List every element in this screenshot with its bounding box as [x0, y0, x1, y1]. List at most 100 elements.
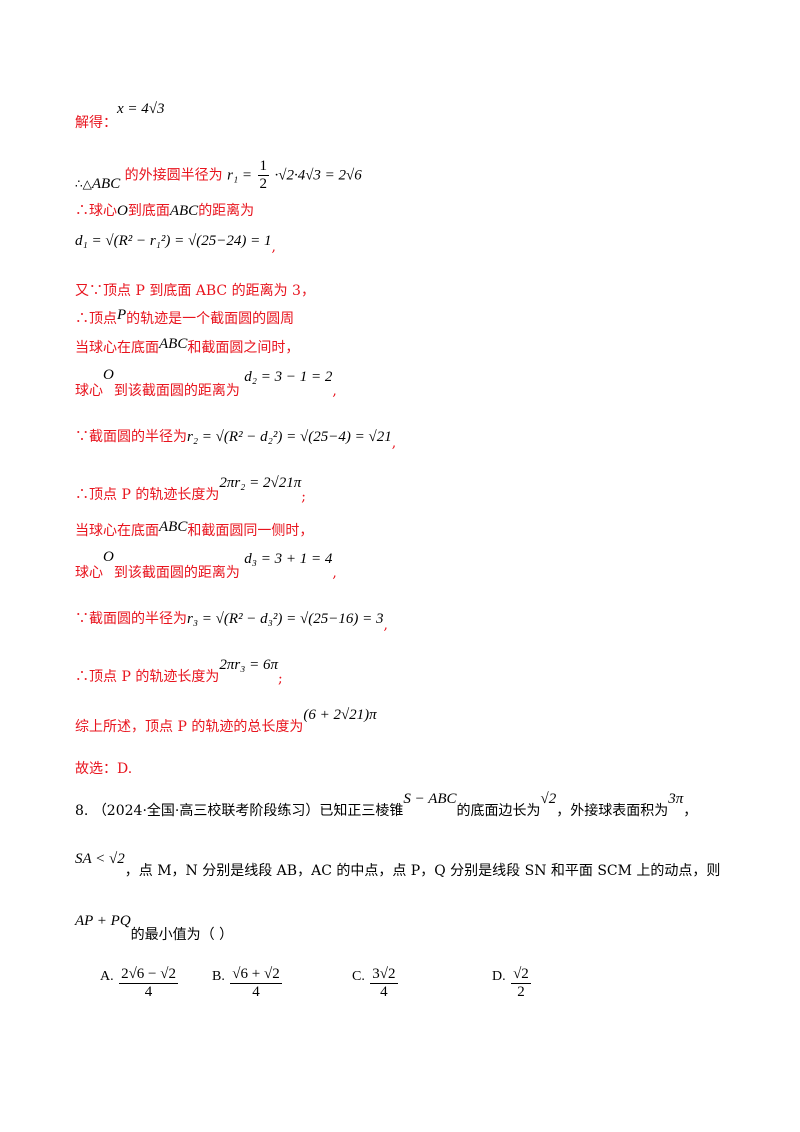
triangle-name: ABC: [91, 175, 121, 192]
sphere-area-text: ，外接球表面积为: [556, 803, 669, 819]
r2-line: ∵截面圆的半径为r₂ = √(R² − d₂²) = √(25−4) = √21…: [75, 428, 396, 451]
apex-p: P: [117, 307, 127, 323]
case2-line: 当球心在底面ABC和截面圆同一侧时，: [75, 519, 314, 540]
d2-o: O: [103, 367, 114, 383]
option-b-label: B.: [212, 968, 225, 984]
half-numerator: 1: [257, 158, 270, 176]
option-d-numerator: √2: [511, 966, 531, 984]
option-b-fraction: √6 + √2 4: [230, 966, 282, 1001]
case1-abc: ABC: [159, 336, 188, 352]
d3-line: 球心O到该截面圆的距离为 d₃ = 3 + 1 = 4,: [75, 549, 337, 581]
question-header: 8. （2024·全国·高三校联考阶段练习）已知正三棱锥S − ABC的底面边长…: [75, 790, 697, 819]
question-body: SA < √2，点 M，N 分别是线段 AB，AC 的中点，点 P，Q 分别是线…: [75, 850, 720, 879]
length2-text: 顶点 P 的轨迹长度为: [89, 669, 220, 685]
option-c-fraction: 3√2 4: [370, 966, 398, 1001]
d3-comma: ,: [332, 565, 337, 581]
case2-abc: ABC: [159, 519, 188, 535]
option-c-label: C.: [352, 968, 365, 984]
r3-comma: ,: [383, 617, 388, 633]
option-d[interactable]: D. √2 2: [492, 966, 532, 1001]
solve-line: 解得：x = 4√3: [75, 101, 165, 131]
d2-prefix: 球心: [75, 383, 103, 399]
r3-formula: r₃ = √(R² − d₃²) = √(25−16) = 3: [187, 611, 384, 627]
distance-line: ∴球心O到底面ABC的距离为: [75, 202, 254, 220]
option-d-label: D.: [492, 968, 506, 984]
option-a-label: A.: [100, 968, 114, 984]
apex-distance-line: 又∵顶点 P 到底面 ABC 的距离为 3，: [75, 283, 315, 299]
answer-line: 故选：D.: [75, 761, 133, 777]
d2-text: 到该截面圆的距离为: [113, 383, 240, 399]
r1-label: r₁ =: [227, 167, 253, 184]
length2-line: ∴顶点 P 的轨迹长度为2πr₃ = 6π;: [75, 656, 283, 687]
d2-line: 球心O到该截面圆的距离为 d₂ = 3 − 1 = 2,: [75, 367, 337, 399]
apex-text: ∴顶点: [75, 311, 117, 327]
option-b-numerator: √6 + √2: [230, 966, 282, 984]
summary-text: 综上所述，顶点 P 的轨迹的总长度为: [75, 719, 304, 735]
d1-formula: d₁ = √(R² − r₁²) = √(25−24) = 1: [75, 233, 272, 249]
half-denominator: 2: [259, 176, 268, 192]
r3-prefix: ∵截面圆的半径为: [75, 611, 187, 627]
base-abc: ABC: [169, 203, 199, 219]
trajectory-line: ∴顶点P的轨迹是一个截面圆的圆周: [75, 307, 295, 328]
r2-formula: r₂ = √(R² − d₂²) = √(25−4) = √21: [187, 429, 392, 445]
option-c-numerator: 3√2: [370, 966, 398, 984]
length2-therefore: ∴: [75, 669, 89, 685]
length1-formula: 2πr₂ = 2√21π: [219, 475, 302, 491]
sa-condition: SA < √2: [75, 851, 125, 867]
r2-prefix: ∵截面圆的半径为: [75, 429, 187, 445]
option-c-denominator: 4: [380, 984, 388, 1000]
r2-comma: ,: [391, 435, 397, 451]
summary-formula: (6 + 2√21)π: [303, 707, 377, 723]
trajectory-text: 的轨迹是一个截面圆的圆周: [126, 311, 295, 327]
length1-semi: ;: [301, 489, 306, 505]
summary-line: 综上所述，顶点 P 的轨迹的总长度为(6 + 2√21)π: [75, 706, 377, 735]
option-a[interactable]: A. 2√6 − √2 4: [100, 966, 179, 1001]
case1-text: 和截面圆之间时，: [187, 340, 300, 356]
d3-formula: d₃ = 3 + 1 = 4: [244, 551, 333, 567]
option-b[interactable]: B. √6 + √2 4: [212, 966, 283, 1001]
d2-comma: ,: [332, 383, 337, 399]
option-a-denominator: 4: [144, 984, 153, 1000]
base-edge-value: √2: [540, 791, 557, 807]
case2-text: 和截面圆同一侧时，: [187, 523, 314, 539]
question-ask: AP + PQ的最小值为（ ）: [75, 912, 233, 943]
question-source: （2024·全国·高三校联考阶段练习）已知正三棱锥: [92, 803, 404, 819]
option-b-denominator: 4: [252, 984, 260, 1000]
pyramid-name: S − ABC: [403, 791, 457, 807]
d1-comma: ,: [271, 239, 276, 255]
therefore-triangle-symbol: ∴△: [75, 176, 92, 191]
question-ask-text: 的最小值为（ ）: [130, 927, 234, 943]
half-fraction: 1 2: [257, 158, 270, 193]
base-edge-text: 的底面边长为: [456, 803, 541, 819]
d1-line: d₁ = √(R² − r₁²) = √(25−24) = 1,: [75, 232, 276, 255]
circumradius-text: 的外接圆半径为: [124, 167, 223, 184]
to-base-text: 到底面: [127, 203, 170, 219]
length2-formula: 2πr₃ = 6π: [219, 657, 279, 673]
option-d-denominator: 2: [517, 984, 525, 1000]
circumradius-line: ∴△ABC 的外接圆半径为 r₁ = 1 2 ·√2·4√3 = 2√6: [75, 158, 362, 193]
d2-formula: d₂ = 3 − 1 = 2: [244, 369, 333, 385]
center-text: ∴球心: [75, 203, 117, 219]
solve-x-value: x = 4√3: [117, 101, 165, 117]
distance-text: 的距离为: [198, 203, 255, 219]
case2-prefix: 当球心在底面: [75, 523, 159, 539]
option-d-fraction: √2 2: [511, 966, 531, 1001]
ap-pq-expression: AP + PQ: [75, 913, 131, 929]
d3-prefix: 球心: [75, 565, 103, 581]
length1-line: ∴顶点 P 的轨迹长度为2πr₂ = 2√21π;: [75, 474, 306, 505]
r3-line: ∵截面圆的半径为r₃ = √(R² − d₃²) = √(25−16) = 3,: [75, 610, 388, 633]
center-o: O: [117, 203, 128, 219]
d3-o: O: [103, 549, 114, 565]
d3-text: 到该截面圆的距离为: [113, 565, 240, 581]
length1-prefix: ∴顶点 P 的轨迹长度为: [75, 487, 220, 503]
option-a-fraction: 2√6 − √2 4: [119, 966, 179, 1001]
sphere-area-value: 3π: [668, 791, 684, 807]
r1-expression: ·√2·4√3 = 2√6: [274, 167, 362, 184]
option-a-numerator: 2√6 − √2: [119, 966, 179, 984]
question-number: 8.: [75, 803, 89, 819]
option-c[interactable]: C. 3√2 4: [352, 966, 399, 1001]
length2-semi: ;: [278, 671, 283, 687]
question-comma: ，: [683, 803, 698, 819]
question-body-text: ，点 M，N 分别是线段 AB，AC 的中点，点 P，Q 分别是线段 SN 和平…: [124, 863, 721, 879]
case1-line: 当球心在底面ABC和截面圆之间时，: [75, 336, 300, 357]
